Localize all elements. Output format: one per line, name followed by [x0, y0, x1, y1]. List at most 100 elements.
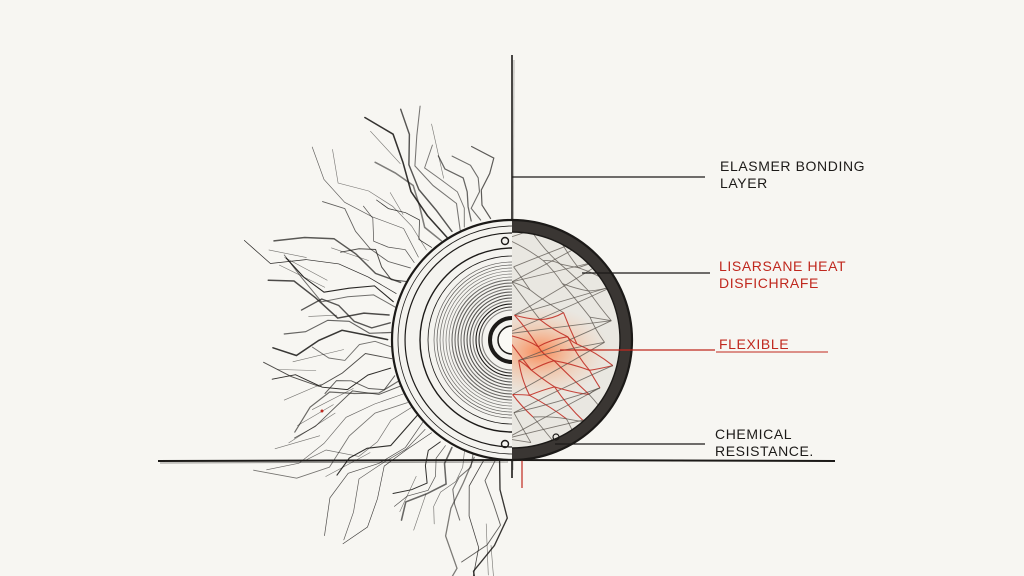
fiber-strand	[399, 108, 453, 233]
fiber-strand	[324, 422, 424, 536]
fiber-strand	[444, 456, 475, 576]
fiber-strand	[363, 205, 415, 263]
label-heat-line2: DISFICHRAFE	[719, 275, 819, 291]
groove-ring	[475, 303, 513, 377]
crack-line	[512, 393, 530, 396]
fiber-branch	[311, 388, 354, 410]
fiber-branch	[413, 493, 427, 531]
crack-line	[512, 285, 615, 335]
fiber-strand	[332, 149, 427, 251]
groove-ring	[481, 309, 513, 371]
crack-line	[554, 360, 590, 371]
fiber-branch	[283, 383, 322, 401]
label-heat-line1: LISARSANE HEAT	[719, 258, 847, 274]
fiber-strand	[283, 319, 392, 335]
fiber-strand	[273, 236, 402, 284]
crack-line	[532, 416, 567, 420]
fiber-strand	[340, 248, 408, 282]
fiber-branch	[274, 435, 321, 450]
fiber-strand	[472, 460, 509, 576]
crack-line	[529, 394, 567, 420]
crack-line	[562, 312, 578, 345]
crack-line	[554, 386, 590, 395]
fiber-branch	[308, 314, 338, 317]
crack-line	[562, 283, 589, 292]
crack-network	[512, 232, 616, 446]
fiber-strand	[392, 441, 441, 494]
label-heat-dissipation: LISARSANE HEAT DISFICHRAFE	[719, 258, 846, 292]
crack-line	[588, 290, 612, 321]
groove-ring	[454, 282, 513, 398]
screw-bottom-icon	[500, 439, 510, 449]
groove-ring	[433, 261, 513, 419]
crack-line	[529, 386, 555, 396]
fiber-branch	[485, 523, 489, 576]
fiber-strand	[272, 329, 389, 357]
crack-line	[514, 314, 539, 347]
crack-line	[512, 320, 612, 335]
groove-ring	[472, 300, 513, 380]
fiber-strand	[461, 460, 502, 563]
label-chemical-resistance: CHEMICAL RESISTANCE.	[715, 426, 814, 460]
crack-line	[512, 394, 534, 418]
fiber-branch	[370, 130, 401, 165]
crack-line	[531, 360, 555, 371]
label-chemical-line2: RESISTANCE.	[715, 443, 814, 459]
groove-ring	[439, 267, 513, 413]
crack-line	[514, 314, 541, 321]
groove-ring	[451, 279, 513, 401]
fiber-strand	[311, 340, 392, 361]
ground-line	[157, 458, 836, 464]
fiber-strand	[322, 201, 411, 269]
leader-lines	[512, 176, 828, 445]
fiber-branch	[325, 452, 371, 477]
fiber-branch	[399, 475, 417, 513]
fiber-strand	[253, 402, 408, 479]
fiber-strand	[285, 257, 394, 303]
groove-ring	[448, 276, 513, 404]
fiber-branch	[292, 349, 344, 363]
crack-line	[512, 232, 531, 240]
crack-line	[518, 320, 612, 361]
crack-line	[567, 336, 590, 371]
fiber-strand	[433, 450, 465, 525]
fiber-strand	[311, 146, 419, 258]
crack-line	[512, 387, 601, 439]
crack-line	[543, 260, 561, 265]
fiber-branch	[431, 123, 444, 179]
groove-ring	[436, 264, 513, 416]
seal-right-half	[511, 218, 634, 462]
red-dot-mark	[320, 409, 324, 413]
fiber-strand	[304, 407, 412, 461]
label-bonding-layer: ELASMER BONDING LAYER	[720, 158, 865, 192]
fiber-strand	[283, 254, 396, 308]
crack-line	[518, 341, 605, 361]
crack-line	[576, 439, 616, 443]
fiber-branch	[389, 192, 404, 215]
crack-line	[589, 316, 612, 322]
fiber-strand	[364, 116, 448, 239]
crack-line	[539, 312, 564, 321]
fiber-strand	[394, 445, 446, 507]
crack-line	[513, 412, 532, 443]
crack-line	[512, 281, 541, 320]
crack-line	[539, 319, 568, 338]
fiber-strand	[451, 155, 482, 221]
crack-line	[589, 317, 605, 343]
label-bonding-line1: ELASMER BONDING	[720, 158, 866, 174]
crack-line	[518, 359, 532, 371]
fiber-strand	[343, 429, 426, 541]
groove-ring	[460, 288, 513, 392]
fiber-strand	[243, 240, 397, 294]
crack-line	[559, 263, 589, 292]
seal-left-half	[390, 218, 513, 462]
crack-line	[513, 387, 601, 414]
fiber-strand	[424, 144, 465, 228]
crack-line	[512, 238, 544, 262]
fiber-branch	[279, 264, 326, 288]
fiber-strand	[263, 352, 393, 387]
label-bonding-line2: LAYER	[720, 175, 768, 191]
fiber-strand	[374, 161, 442, 242]
fiber-strand	[468, 459, 485, 576]
crack-line	[512, 333, 539, 348]
